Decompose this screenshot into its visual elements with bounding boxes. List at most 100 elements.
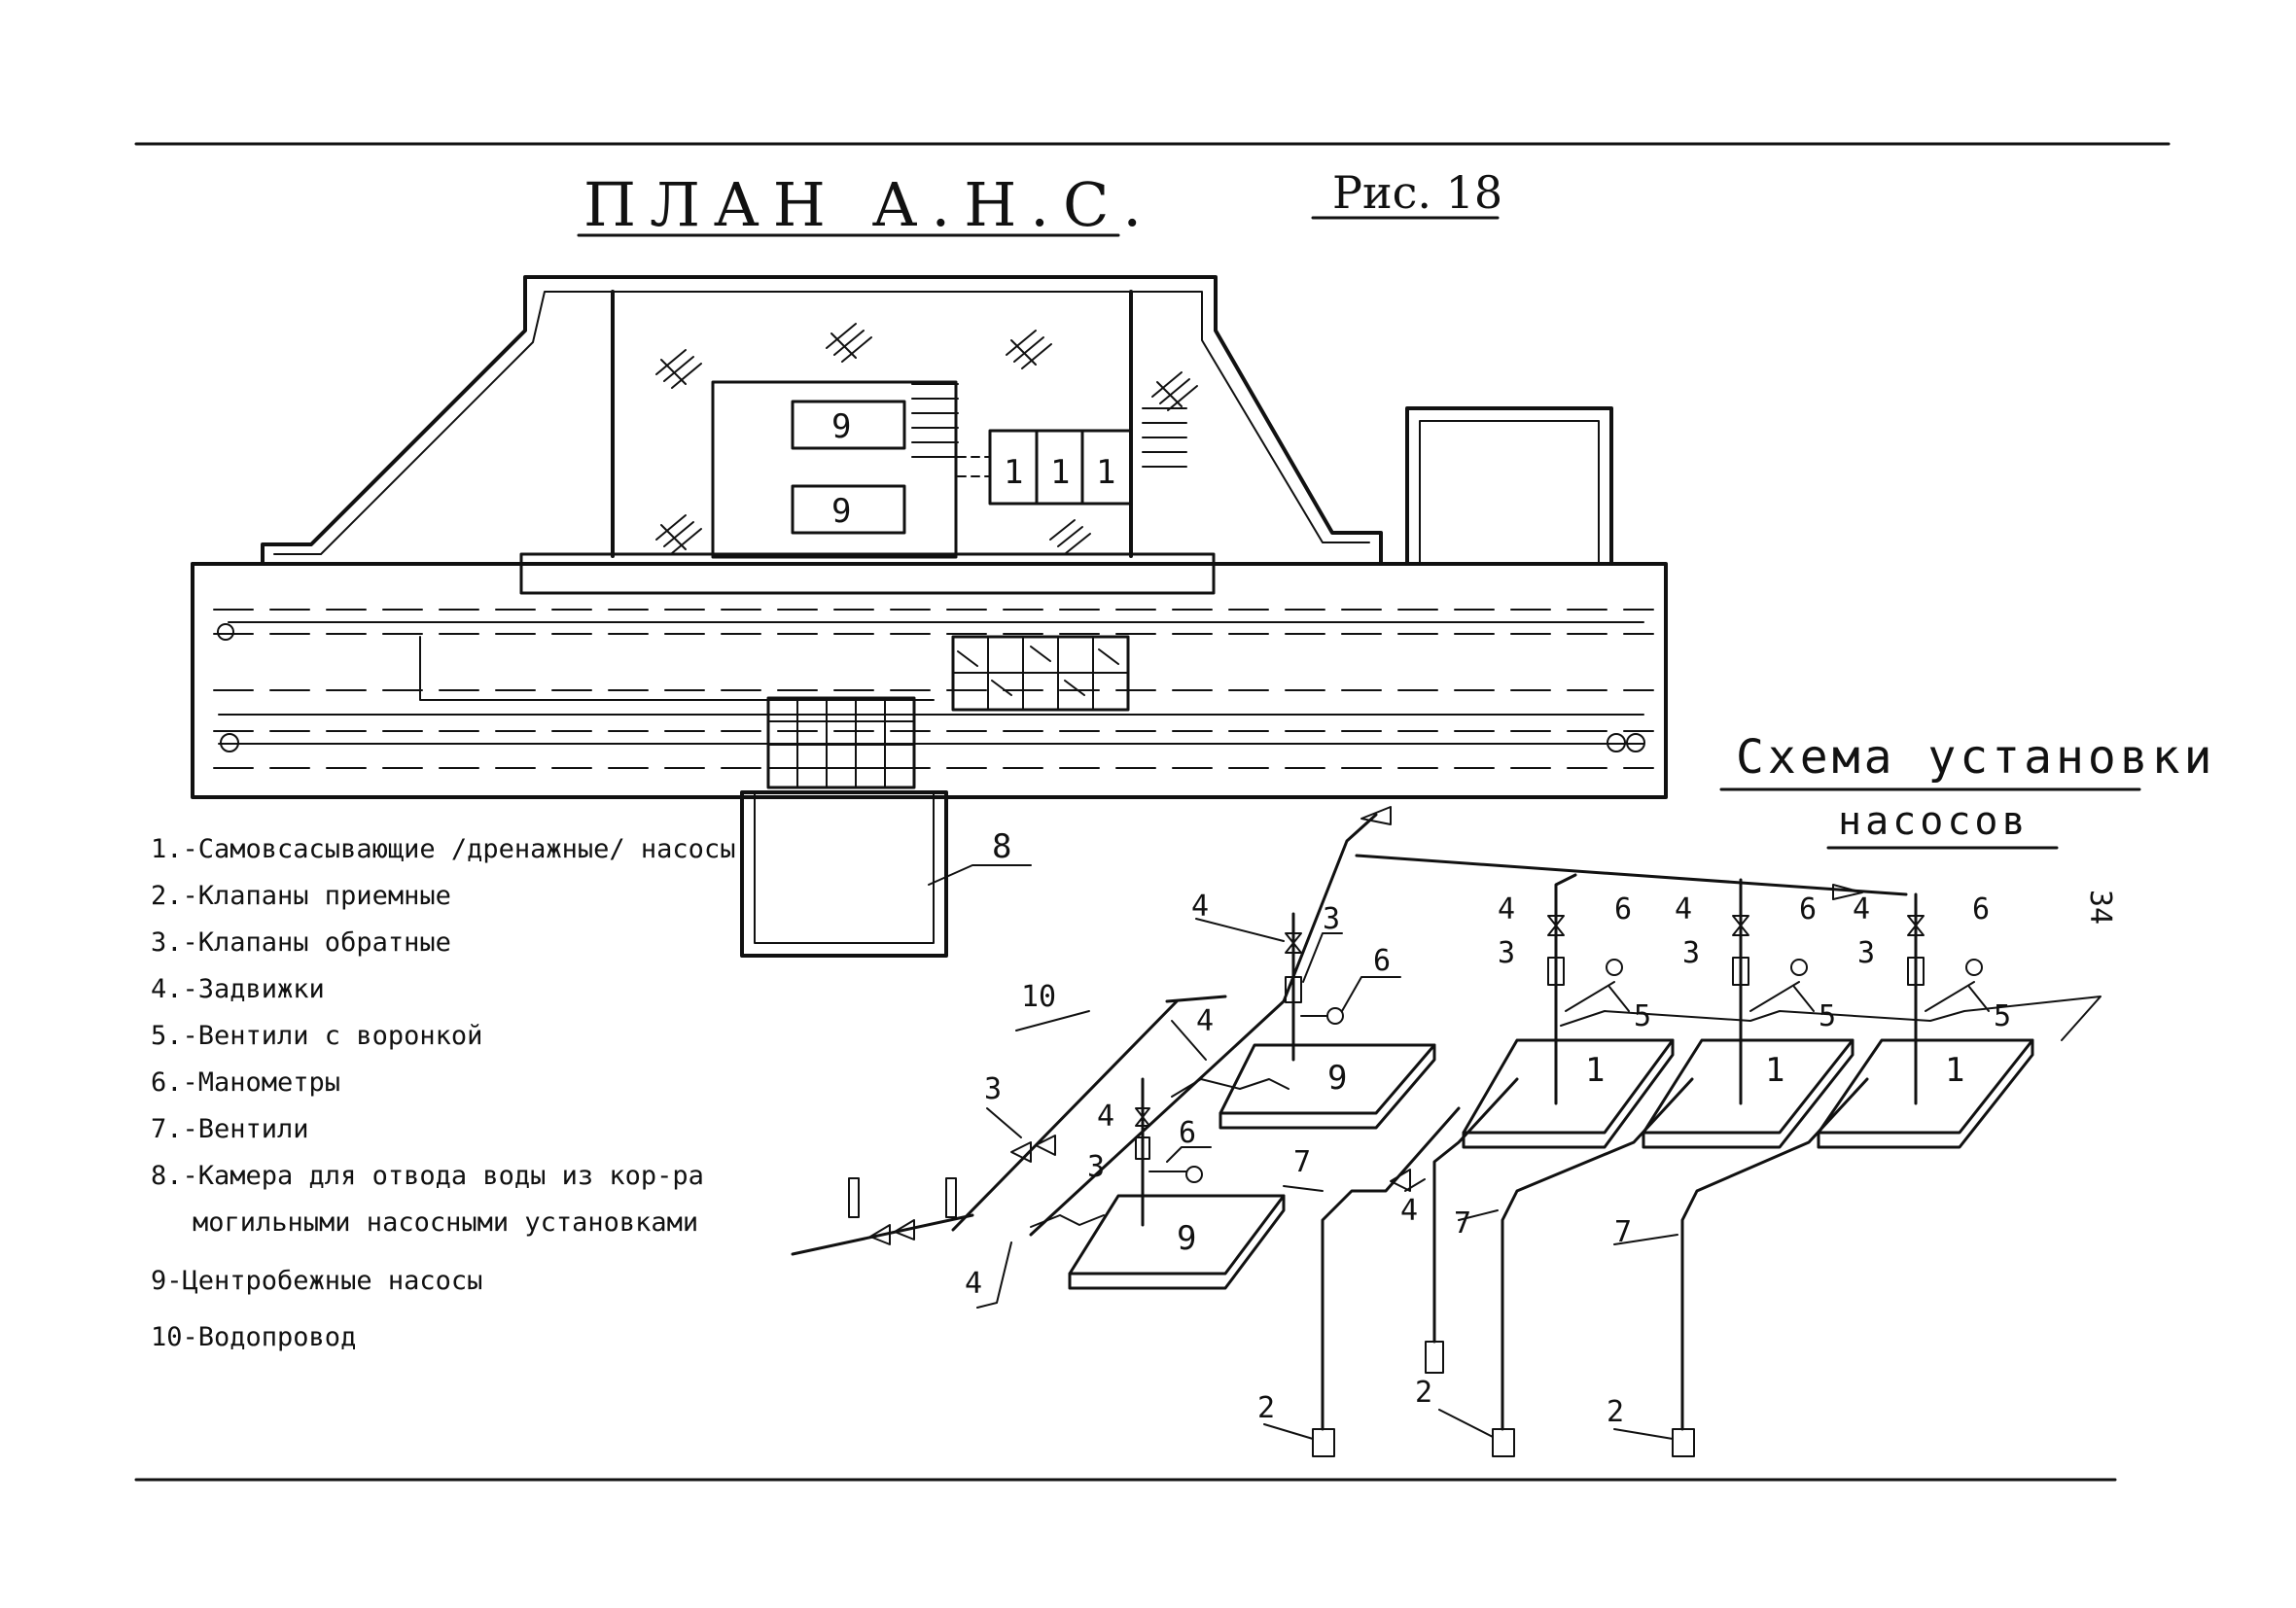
label-4e: 4 — [1400, 1194, 1418, 1228]
pump-9-top-label: 9 — [831, 407, 851, 446]
legend-item-8: 8.-Камера для отвода воды из кор-ра — [151, 1161, 704, 1191]
label-6-p1: 6 — [1614, 892, 1632, 926]
funnel-pipe — [1749, 981, 1800, 1012]
pump-9-bottom — [791, 484, 906, 535]
rail-end — [220, 733, 239, 752]
valve-4-p2 — [1732, 915, 1749, 936]
funnel-valve — [1793, 986, 1815, 1012]
label-1-p3: 1 — [1945, 1051, 1964, 1090]
label-3b: 3 — [984, 1072, 1002, 1106]
label-7b: 7 — [1454, 1206, 1471, 1241]
suction-pipe-a — [1321, 1106, 1461, 1431]
label-6a: 6 — [1373, 944, 1391, 978]
label-3-p2: 3 — [1682, 936, 1700, 970]
scheme-title-line1: Схема установки — [1736, 730, 2215, 785]
legend-item-3: 3.-Клапаны обратные — [151, 927, 451, 958]
pump-9b-slab — [1068, 1194, 1286, 1276]
label-3c: 3 — [1087, 1150, 1105, 1184]
valve-4-p1 — [1547, 915, 1565, 936]
leader-2a — [1263, 1423, 1314, 1440]
label-7c: 7 — [1614, 1215, 1632, 1249]
self-priming-pump-1: 4 3 6 5 1 — [1462, 873, 1675, 1149]
leader-6a — [1341, 976, 1401, 1012]
valve-4a — [1285, 932, 1302, 954]
vent-7c — [1613, 1234, 1678, 1245]
grate-grid — [952, 636, 1129, 711]
leader-4b — [1171, 1020, 1207, 1061]
leader-4d — [976, 1241, 1012, 1309]
label-5-p1: 5 — [1634, 999, 1651, 1033]
chamber-8-leader — [928, 864, 1032, 886]
pump-1-slab-a — [1462, 1038, 1675, 1135]
ladder-rungs — [767, 697, 915, 788]
label-5-p2: 5 — [1819, 999, 1836, 1033]
ladder-block — [766, 696, 916, 789]
distribution-pipe — [1355, 854, 1908, 896]
figure-label: Рис. 18 — [1332, 166, 1502, 219]
leader-6b — [1166, 1146, 1212, 1163]
legend-item-4: 4.-Задвижки — [151, 974, 325, 1004]
manometer-6-p2 — [1790, 959, 1808, 976]
pump-1-slab-b-edge — [1642, 1038, 1854, 1149]
foot-valve-2a — [1312, 1428, 1335, 1457]
pump-connection — [957, 456, 991, 477]
drain-valves — [869, 1219, 915, 1245]
manometer-6a — [1326, 1007, 1344, 1025]
pump-9a-slab — [1219, 1043, 1436, 1115]
flow-arrow — [1832, 884, 1863, 900]
label-6-p2: 6 — [1799, 892, 1817, 926]
check-valve-3c — [1135, 1136, 1150, 1160]
label-4-p2: 4 — [1675, 892, 1692, 926]
main-header-pipe — [1029, 813, 1378, 1237]
label-6b: 6 — [1179, 1116, 1196, 1150]
rail-end — [1607, 733, 1626, 752]
inner-partition — [419, 636, 935, 701]
drain-stub — [848, 1177, 860, 1218]
pump-scheme: 10 4 4 3 6 9 4 3 4 3 — [791, 806, 2102, 1457]
room-hatching — [655, 323, 1198, 554]
pump-9a-slab-edge — [1219, 1043, 1436, 1130]
label-3a: 3 — [1323, 902, 1340, 936]
check-valve-3-p3 — [1907, 957, 1925, 986]
funnel-pipe — [1565, 981, 1615, 1012]
valve-4e — [1390, 1169, 1426, 1192]
label-3-p3: 3 — [1857, 936, 1875, 970]
leader-3b — [986, 1107, 1022, 1138]
pump-9-bottom-label: 9 — [831, 492, 851, 531]
funnel-valve — [1608, 986, 1630, 1012]
pump-1-slab-c — [1817, 1038, 2034, 1135]
legend-item-8-cont: могильными насосными установками — [193, 1207, 698, 1238]
plan-view: 9 9 1 1 1 8 — [191, 275, 1668, 958]
label-4c: 4 — [1097, 1100, 1114, 1134]
label-2a: 2 — [1257, 1391, 1275, 1425]
water-supply-pipe — [1165, 995, 1227, 1003]
chamber-8-inner — [754, 791, 935, 944]
discharge-collector — [1560, 996, 2102, 1041]
strainer — [1425, 1341, 1444, 1374]
label-7a: 7 — [1293, 1145, 1311, 1179]
riser-1 — [1554, 873, 1577, 1105]
plan-title: ПЛАН А.Н.С. — [583, 169, 1155, 240]
leader-3a — [1302, 932, 1343, 983]
side-building-inner — [1419, 420, 1600, 565]
valve-3b — [1010, 1135, 1056, 1163]
label-9b: 9 — [1177, 1219, 1196, 1258]
leader-2c — [1613, 1428, 1674, 1440]
label-4b: 4 — [1196, 1004, 1214, 1038]
pump-1-slab-c-edge — [1817, 1038, 2034, 1149]
label-3-p1: 3 — [1498, 936, 1515, 970]
pump-9-top — [791, 400, 906, 450]
pump-1a-label: 1 — [1004, 453, 1023, 492]
label-2c: 2 — [1607, 1395, 1624, 1429]
valve-4d — [1030, 1214, 1105, 1228]
drain-line — [791, 1213, 974, 1256]
pump-base-ribs — [911, 383, 959, 458]
legend-item-6: 6.-Манометры — [151, 1067, 340, 1098]
leader-10 — [1015, 1010, 1090, 1031]
label-9a: 9 — [1327, 1059, 1347, 1098]
chamber-8 — [740, 790, 948, 958]
scheme-title-line2: насосов — [1838, 799, 2030, 844]
label-4d: 4 — [965, 1267, 982, 1301]
